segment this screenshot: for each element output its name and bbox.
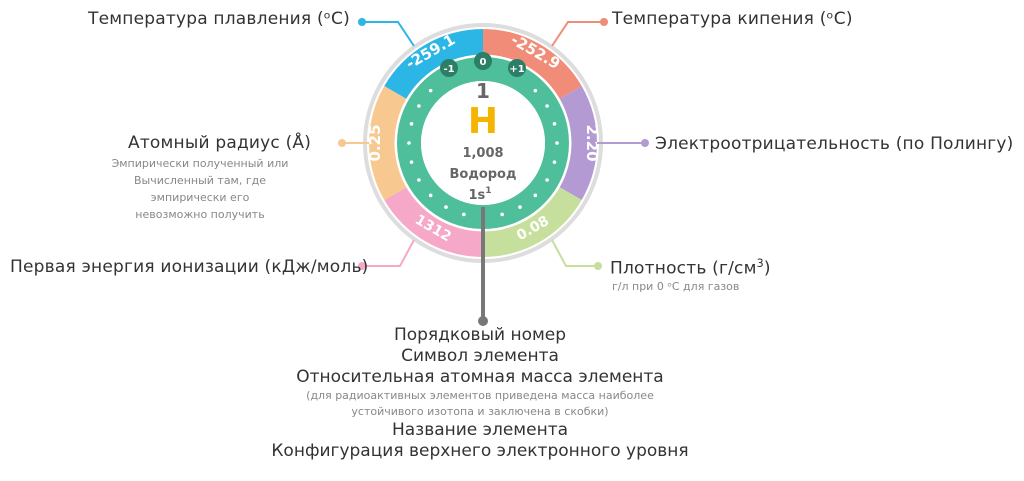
legend-atomic-mass: Относительная атомная масса элемента (296, 367, 664, 387)
segment-melting (384, 29, 483, 99)
element-name: Водород (449, 167, 516, 182)
inner-disk (421, 81, 545, 205)
connector-density (551, 239, 596, 267)
label-electroneg: Электроотрицательность (по Полингу) (655, 134, 1014, 154)
connector-boiling (551, 21, 604, 47)
ring-dot (407, 141, 411, 145)
ring-dot (409, 122, 414, 126)
ring-dot (518, 205, 522, 209)
label-radius-sub: Эмпирически полученный или Вычисленный т… (100, 155, 300, 223)
ring-dot (545, 178, 549, 182)
ring-dot (417, 104, 421, 108)
radius-sub-line-1: Эмпирически полученный или (111, 157, 289, 170)
ring-dot (500, 212, 504, 217)
label-ionization: Первая энергия ионизации (кДж/моль) (10, 257, 369, 277)
label-density-base: Плотность (г/см (610, 258, 757, 279)
segment-ionization (384, 187, 483, 257)
label-density: Плотность (г/см3) (610, 257, 771, 279)
ring-dot (533, 193, 538, 198)
ring-dot (555, 141, 559, 145)
segment-radius (369, 86, 407, 200)
segment-boiling (483, 29, 582, 99)
atomic-number: 1 (476, 79, 490, 103)
connector-ionization (362, 239, 415, 267)
label-melting: Температура плавления (ᵒC) (88, 9, 350, 29)
label-density-sub: г/л при 0 ᵒC для газов (612, 280, 740, 293)
electron-config: 1s1 (468, 186, 491, 203)
atomic-mass: 1,008 (462, 146, 503, 161)
electron-config-sup: 1 (485, 186, 491, 196)
oxidation-badge-pos (508, 59, 526, 77)
ring-dot (545, 104, 549, 108)
element-symbol: H (468, 101, 498, 142)
ring-dot (533, 88, 538, 93)
ring-dot (428, 193, 433, 198)
radius-sub-line-4: невозможно получить (135, 208, 265, 221)
ring-dot (409, 160, 414, 164)
ring-dot (428, 88, 433, 93)
value-electroneg: 2.20 (583, 124, 601, 161)
electron-config-base: 1s (468, 188, 485, 203)
legend-element-name: Название элемента (391, 420, 569, 440)
oxidation-badge-zero (474, 52, 492, 70)
label-density-end: ) (763, 258, 771, 279)
segment-density (483, 187, 582, 257)
oxidation-state-neg: -1 (443, 64, 454, 75)
legend-block: Порядковый номер Символ элемента Относит… (230, 325, 730, 462)
legend-atomic-number: Порядковый номер (393, 325, 567, 345)
label-boiling: Температура кипения (ᵒC) (612, 9, 853, 29)
ring-dot (462, 212, 466, 217)
legend-note-2: устойчивого изотопа и заключена в скобки… (351, 405, 609, 418)
ring-dot (417, 178, 421, 182)
radius-sub-line-3: эмпирически его (150, 191, 250, 204)
connector-melting (362, 21, 415, 47)
label-density-sup: 3 (756, 257, 764, 270)
radius-sub-line-2: Вычисленный там, где (133, 174, 267, 187)
ring-dot (552, 122, 557, 126)
label-radius: Атомный радиус (Å) (128, 133, 312, 153)
segment-electroneg (559, 86, 597, 200)
oxidation-state-zero: 0 (480, 57, 487, 68)
ring-dot (444, 205, 448, 209)
legend-note-1: (для радиоактивных элементов приведена м… (306, 389, 654, 402)
legend-electron-config: Конфигурация верхнего электронного уровн… (271, 441, 689, 461)
value-radius: 0.25 (366, 124, 384, 161)
legend-pointer-dot (478, 316, 488, 326)
oxidation-badge-neg (440, 59, 458, 77)
legend-symbol: Символ элемента (401, 346, 559, 366)
ring-dot (552, 160, 557, 164)
oxidation-state-pos: +1 (509, 64, 524, 75)
